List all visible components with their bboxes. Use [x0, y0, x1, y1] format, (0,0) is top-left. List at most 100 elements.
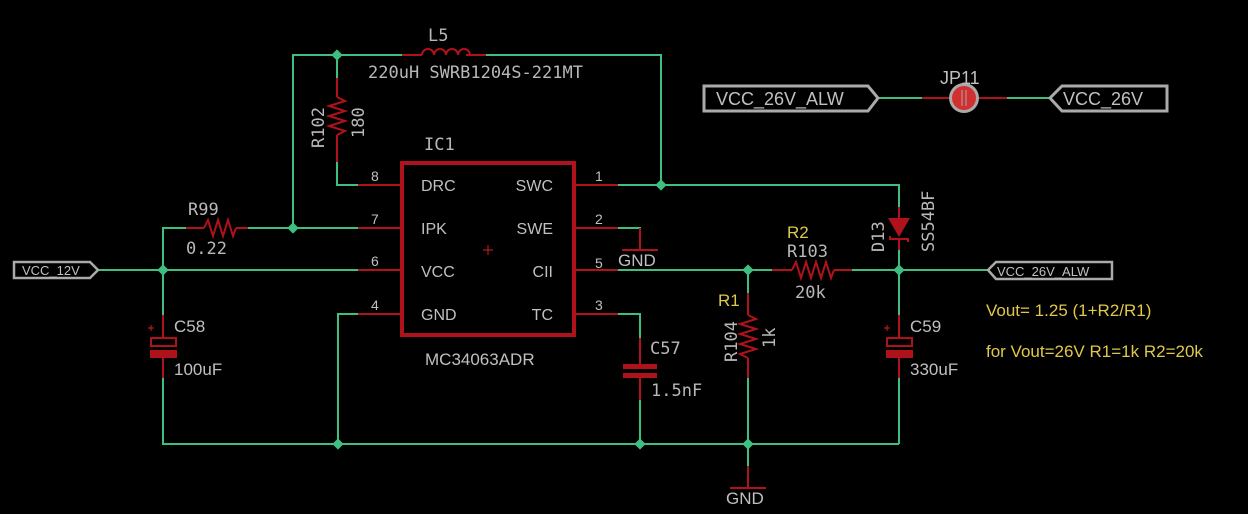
- ic1-pin-num: 7: [371, 211, 379, 227]
- capacitor-c58[interactable]: C58 100uF: [148, 315, 222, 379]
- design-notes: Vout= 1.25 (1+R2/R1) for Vout=26V R1=1k …: [986, 301, 1203, 361]
- d13-name: D13: [869, 221, 889, 252]
- junctions: [157, 49, 905, 450]
- ic1-pin-name: VCC: [421, 264, 455, 281]
- d13-triangle: [888, 218, 910, 237]
- junction-dot: [331, 49, 343, 61]
- r103-alias: R2: [787, 223, 809, 242]
- r104-value: 1k: [760, 328, 780, 348]
- ic1-pin-name: IPK: [421, 221, 447, 238]
- net-label-frame: [12, 260, 100, 280]
- net-label-text: VCC_26V_ALW: [997, 264, 1090, 279]
- r104-alias: R1: [718, 291, 740, 310]
- junction-dot: [893, 264, 905, 276]
- c57-value: 1.5nF: [651, 381, 702, 401]
- l5-value: 220uH SWRB1204S-221MT: [368, 63, 583, 83]
- resistor-r103[interactable]: R2 R103 20k: [772, 223, 852, 303]
- c57-name: C57: [650, 339, 681, 359]
- ic1-pin-num: 6: [371, 253, 379, 269]
- c59-plate-positive: [886, 337, 913, 347]
- ic1-pin-num: 2: [595, 211, 603, 227]
- junction-dot: [287, 222, 299, 234]
- ic1-pin-num: 8: [371, 168, 379, 184]
- net-label-vcc-26v-alw-output[interactable]: VCC_26V_ALW: [986, 260, 1114, 281]
- junction-dot: [742, 264, 754, 276]
- r99-zigzag: [203, 216, 237, 240]
- d13-value: SS54BF: [919, 191, 939, 252]
- net-label-text: VCC_26V: [1063, 89, 1143, 110]
- r104-zigzag: [736, 314, 760, 359]
- jumper-jp11[interactable]: JP11: [922, 68, 1007, 113]
- ic1-pin-name: SWE: [517, 221, 553, 238]
- ic1-pin-name: DRC: [421, 178, 456, 195]
- capacitor-c59[interactable]: C59 330uF: [884, 315, 958, 379]
- junction-dot: [157, 264, 169, 276]
- r102-zigzag: [325, 96, 349, 136]
- c57-plate: [623, 364, 657, 369]
- wire-l5-to-swc: [486, 54, 662, 185]
- wire-swc-to-d13: [661, 184, 900, 207]
- resistor-r102[interactable]: R102 180: [309, 78, 369, 162]
- c59-name: C59: [910, 317, 941, 336]
- junction-dot: [655, 179, 667, 191]
- jp11-name: JP11: [940, 68, 980, 88]
- resistor-r99[interactable]: R99 0.22: [186, 200, 248, 259]
- r102-value: 180: [349, 107, 369, 138]
- resistor-r104[interactable]: R1 R104 1k: [718, 291, 780, 378]
- wire-tc-c57: [618, 313, 641, 338]
- capacitor-c57[interactable]: C57 1.5nF: [623, 338, 702, 401]
- junction-dot: [634, 438, 646, 450]
- inductor-l5[interactable]: L5 220uH SWRB1204S-221MT: [368, 26, 583, 83]
- ic1-pin-name: CII: [533, 264, 553, 281]
- wire-swe-gnd: [618, 227, 641, 235]
- ic1-pin-num: 1: [595, 168, 603, 184]
- wire-r99-left: [162, 227, 186, 270]
- ic1-value: MC34063ADR: [425, 350, 535, 369]
- net-label-text: VCC_26V_ALW: [716, 89, 844, 110]
- note-formula: Vout= 1.25 (1+R2/R1): [986, 301, 1151, 320]
- net-label-vcc-12v[interactable]: VCC_12V: [12, 260, 100, 280]
- gnd-symbol: GND: [618, 228, 658, 270]
- wire-r102-to-drc: [336, 162, 358, 186]
- c58-value: 100uF: [174, 360, 222, 379]
- jp11-pad: [952, 86, 976, 110]
- r103-value: 20k: [795, 283, 826, 303]
- net-label-frame: [1047, 84, 1169, 113]
- c58-name: C58: [174, 317, 205, 336]
- c59-plate-negative: [886, 350, 913, 358]
- ic1-name: IC1: [424, 135, 455, 155]
- ic1-pin-name: GND: [421, 307, 457, 324]
- c57-plate: [623, 373, 657, 378]
- ic1-body: [400, 161, 576, 337]
- wire-r102-top-left: [292, 54, 337, 228]
- gnd-symbol-bottom: GND: [726, 466, 766, 508]
- r99-value: 0.22: [186, 239, 227, 259]
- net-label-text: VCC_12V: [22, 263, 80, 278]
- note-values: for Vout=26V R1=1k R2=20k: [986, 342, 1203, 361]
- c58-plate-positive: [150, 337, 177, 347]
- ic1-pin-num: 4: [371, 297, 379, 313]
- net-label-frame: [702, 84, 880, 113]
- gnd-label: GND: [618, 251, 656, 270]
- ic1-pin-num: 3: [595, 297, 603, 313]
- wire-ic-gnd: [337, 313, 358, 444]
- net-label-jp-left[interactable]: VCC_26V_ALW: [702, 84, 880, 113]
- c58-plate-negative: [150, 350, 177, 358]
- r103-zigzag: [791, 258, 835, 282]
- ic1-symbol[interactable]: 8 7 6 4 1 2 5 3 DRC IPK VCC GND SWC SWE …: [358, 135, 618, 369]
- l5-name: L5: [428, 26, 448, 46]
- ic1-pin-num: 5: [595, 255, 603, 271]
- net-label-jp-right[interactable]: VCC_26V: [1047, 84, 1169, 113]
- wire-gnd-bus: [162, 378, 748, 445]
- junction-dot: [742, 438, 754, 450]
- net-label-frame: [986, 260, 1114, 281]
- c59-value: 330uF: [910, 360, 958, 379]
- gnd-label: GND: [726, 489, 764, 508]
- diode-d13[interactable]: D13 SS54BF: [869, 191, 939, 252]
- junction-dot: [332, 438, 344, 450]
- r102-name: R102: [309, 107, 329, 148]
- r103-name: R103: [787, 242, 828, 262]
- ic1-pin-name: SWC: [516, 178, 553, 195]
- r104-name: R104: [722, 321, 742, 362]
